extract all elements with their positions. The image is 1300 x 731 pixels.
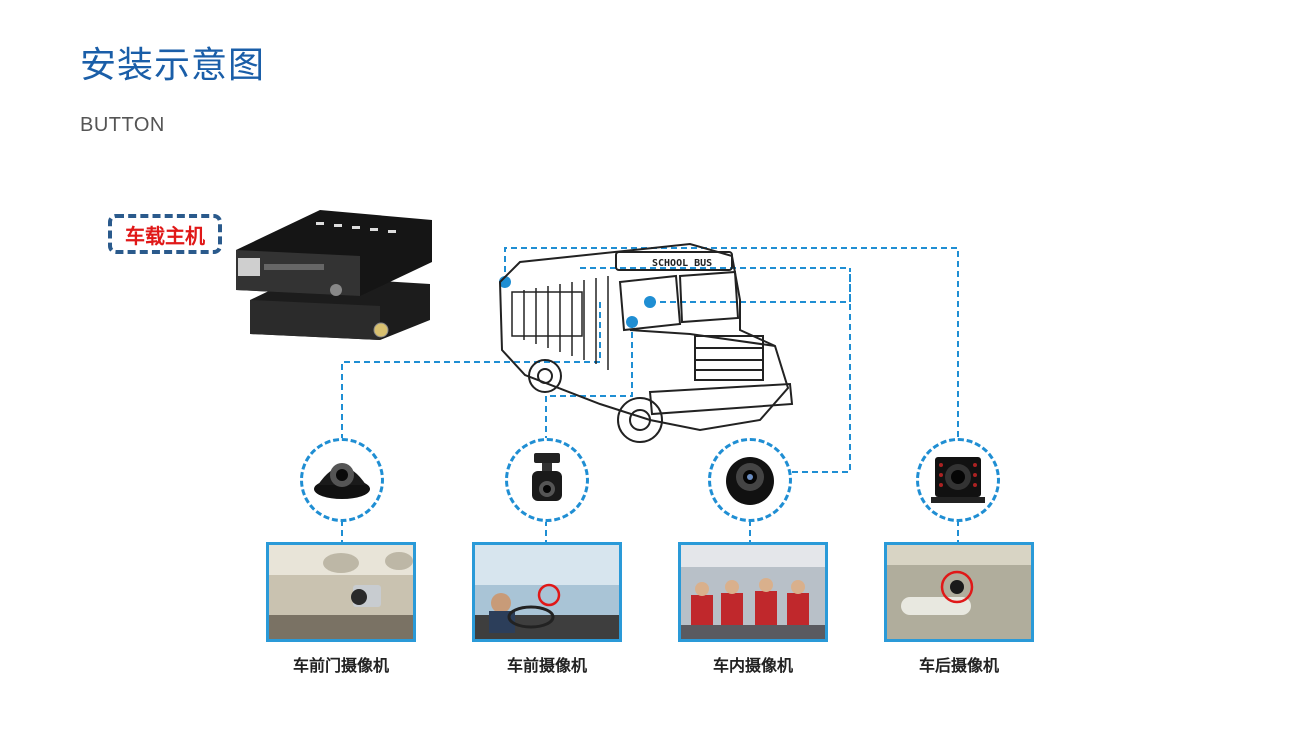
camera-circle-interior	[708, 438, 792, 522]
node-dot	[626, 316, 638, 328]
dome-camera-icon	[711, 441, 789, 519]
bullet-camera-icon	[508, 441, 586, 519]
camera-circle-front-door	[300, 438, 384, 522]
camera-circle-front	[505, 438, 589, 522]
connector-rear	[505, 248, 958, 440]
photo-front-door-install	[266, 542, 416, 642]
caption-rear-camera: 车后摄像机	[884, 652, 1034, 676]
node-dot	[644, 296, 656, 308]
photo-front-install	[472, 542, 622, 642]
connector-front	[546, 322, 632, 438]
caption-front-camera: 车前摄像机	[472, 652, 622, 676]
rear-ir-camera-icon	[919, 441, 997, 519]
caption-interior-camera: 车内摄像机	[678, 652, 828, 676]
caption-front-door-camera: 车前门摄像机	[266, 652, 416, 676]
host-unit-label: 车载主机	[108, 214, 222, 254]
camera-circle-rear	[916, 438, 1000, 522]
dome-camera-icon	[303, 441, 381, 519]
photo-interior-install	[678, 542, 828, 642]
photo-rear-install	[884, 542, 1034, 642]
school-bus-drawing	[500, 244, 792, 442]
dvr-host-unit	[236, 210, 432, 340]
bus-sign: SCHOOL BUS	[652, 258, 712, 269]
